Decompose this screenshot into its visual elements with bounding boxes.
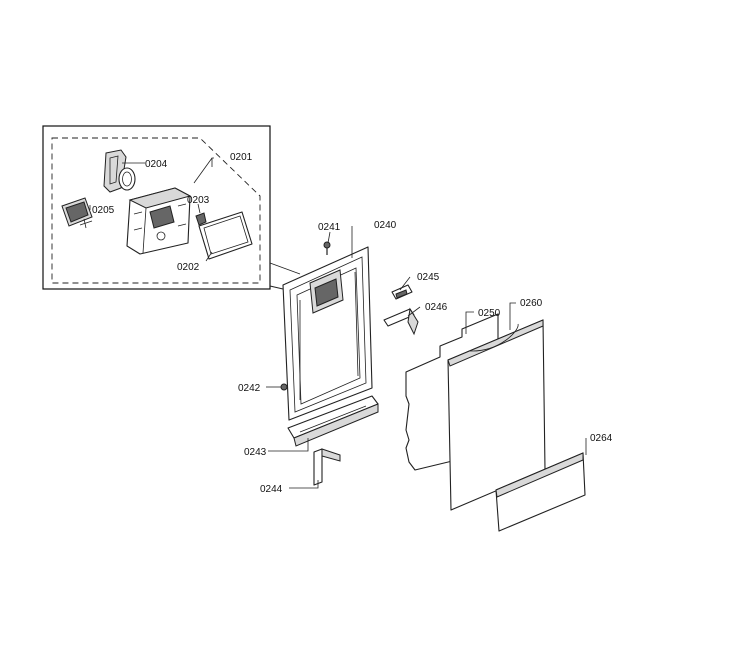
label-0202: 0202	[177, 262, 200, 273]
part-0205-plate	[61, 197, 93, 229]
label-0241: 0241	[318, 222, 341, 233]
part-0243-bottom-rail	[287, 395, 379, 447]
leader-lines	[89, 157, 587, 489]
part-0245-bracket	[391, 284, 413, 300]
label-0242: 0242	[238, 383, 261, 394]
part-0204-lever	[103, 149, 136, 193]
label-0245: 0245	[417, 272, 440, 283]
label-0244: 0244	[260, 484, 283, 495]
detail-inset	[42, 125, 301, 293]
part-0264-kick-plate	[495, 452, 586, 532]
label-0250: 0250	[478, 308, 501, 319]
part-labels: 0201 0204 0203 0205 0202 0240 0241 0242 …	[92, 152, 613, 495]
part-0202-gasket	[198, 211, 253, 260]
label-0246: 0246	[425, 302, 448, 313]
label-0243: 0243	[244, 447, 267, 458]
label-0264: 0264	[590, 433, 613, 444]
dispenser-assembly	[126, 187, 192, 255]
label-0260: 0260	[520, 298, 543, 309]
label-0205: 0205	[92, 205, 115, 216]
part-0203-clip	[195, 212, 207, 226]
part-0244-bracket	[313, 448, 341, 486]
part-0241-screw	[323, 241, 331, 255]
part-0242-screw	[280, 383, 288, 391]
label-0240: 0240	[374, 220, 397, 231]
part-0260-outer-panel	[447, 319, 546, 511]
label-0203: 0203	[187, 195, 210, 206]
label-0201: 0201	[230, 152, 253, 163]
label-0204: 0204	[145, 159, 168, 170]
part-0246-hinge	[383, 307, 419, 336]
part-0240-inner-door	[282, 246, 373, 421]
